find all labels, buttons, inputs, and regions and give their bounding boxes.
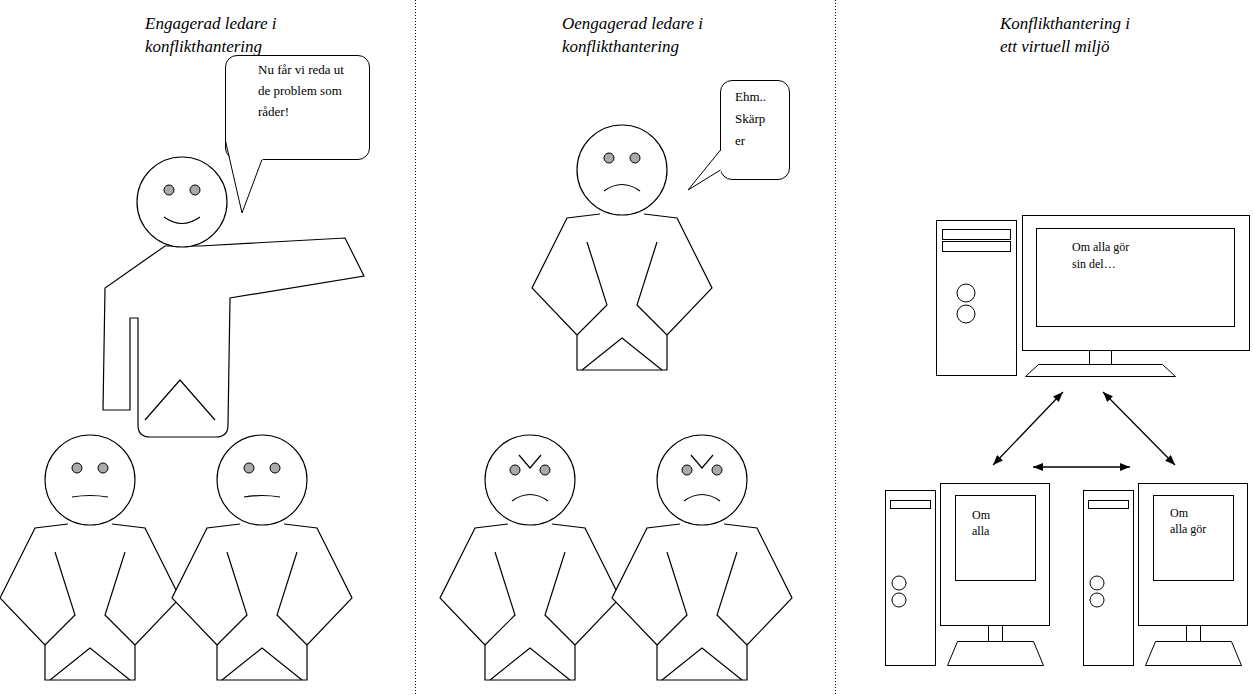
speech-bubble: Nu får vi reda ut de problem som råder! <box>225 55 370 160</box>
bubble-tail <box>688 149 722 190</box>
computer-part <box>886 491 936 666</box>
screen-text: Om alla <box>972 507 1002 539</box>
leader-figure <box>532 125 712 370</box>
panel-heading: Konflikthantering i ett virtuell miljö <box>1000 12 1136 58</box>
panel-divider <box>415 0 416 696</box>
speech-bubble: Ehm.. Skärp er <box>720 80 790 180</box>
computer-part <box>957 305 975 323</box>
computer: Om alla <box>885 470 1050 668</box>
computer-part <box>957 284 975 302</box>
computer-part <box>1084 491 1134 666</box>
stick-figure <box>172 435 352 680</box>
computer-part <box>1139 484 1248 626</box>
computer-part <box>892 576 906 590</box>
computer-part <box>891 501 931 509</box>
computer-part <box>892 593 906 607</box>
panel-heading: Engagerad ledare i konflikthantering <box>145 12 317 58</box>
speech-text: Nu får vi reda ut de problem som råder! <box>258 59 350 122</box>
computer: Om alla gör sin del… <box>936 215 1250 392</box>
smiling-head <box>137 157 227 247</box>
computer-part <box>1090 351 1112 365</box>
double-arrow <box>1103 392 1175 465</box>
computer-drawing <box>886 484 1050 666</box>
panel-heading: Oengagerad ledare i konflikthantering <box>562 12 740 58</box>
computer-part <box>1090 593 1104 607</box>
computer-part <box>948 642 1044 666</box>
stick-figure <box>0 435 180 680</box>
computer-part <box>1037 229 1235 327</box>
computer-part <box>1187 626 1201 642</box>
screen-text: Om alla gör <box>1170 505 1208 537</box>
angry-figure <box>612 435 792 680</box>
computer-part <box>943 242 1011 252</box>
computer-outline <box>885 470 1050 668</box>
computer-part <box>989 626 1003 642</box>
computer-part <box>943 230 1011 240</box>
bubble-tail <box>226 134 264 213</box>
computer-part <box>956 496 1036 581</box>
computer: Om alla gör <box>1083 470 1250 668</box>
computer-part <box>1146 642 1242 666</box>
leader-figure <box>103 238 364 437</box>
double-arrow <box>1033 466 1130 467</box>
computer-part <box>937 221 1017 376</box>
computer-part <box>941 484 1050 626</box>
computer-part <box>1026 365 1176 377</box>
screen-text: Om alla gör sin del… <box>1072 239 1142 273</box>
computer-drawing <box>1084 484 1248 666</box>
angry-figure <box>440 435 620 680</box>
speech-text: Ehm.. Skärp er <box>735 86 775 152</box>
computer-part <box>1154 496 1234 581</box>
computer-part <box>1090 576 1104 590</box>
computer-drawing <box>937 216 1250 377</box>
computer-part <box>1023 216 1250 351</box>
computer-outline <box>1083 470 1250 668</box>
computer-part <box>1089 501 1129 509</box>
panel-divider <box>835 0 836 696</box>
double-arrow <box>993 392 1063 465</box>
